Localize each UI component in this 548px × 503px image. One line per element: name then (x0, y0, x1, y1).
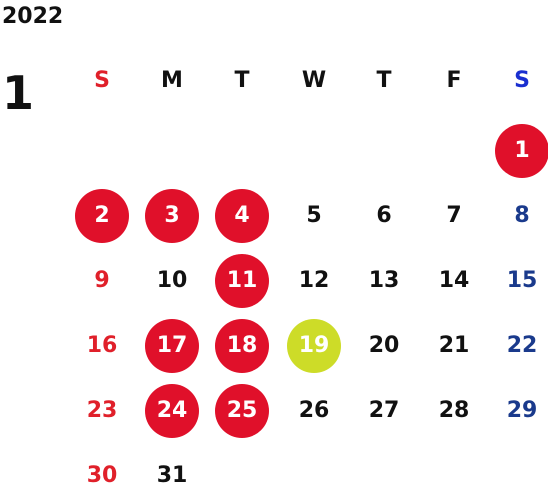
day-cell-9[interactable]: 9 (94, 268, 110, 293)
day-cell-12[interactable]: 12 (298, 268, 330, 293)
day-cell-14[interactable]: 14 (438, 268, 470, 293)
day-cell-7[interactable]: 7 (446, 203, 462, 228)
day-cell-16[interactable]: 16 (86, 333, 118, 358)
day-cell-28[interactable]: 28 (438, 398, 470, 423)
weekday-header-tuesday: T (234, 68, 250, 93)
day-cell-22[interactable]: 22 (506, 333, 538, 358)
day-cell-31[interactable]: 31 (156, 463, 188, 488)
day-cell-18[interactable]: 18 (215, 319, 269, 373)
weekday-header-sunday: S (94, 68, 110, 93)
year-label: 2022 (2, 4, 64, 29)
day-cell-26[interactable]: 26 (298, 398, 330, 423)
day-cell-17[interactable]: 17 (145, 319, 199, 373)
weekday-header-wednesday: W (301, 68, 327, 93)
month-number: 1 (2, 66, 35, 120)
day-cell-6[interactable]: 6 (376, 203, 392, 228)
day-cell-1[interactable]: 1 (495, 124, 548, 178)
day-cell-15[interactable]: 15 (506, 268, 538, 293)
day-cell-13[interactable]: 13 (368, 268, 400, 293)
weekday-header-friday: F (446, 68, 462, 93)
day-cell-20[interactable]: 20 (368, 333, 400, 358)
weekday-header-saturday: S (514, 68, 530, 93)
day-cell-10[interactable]: 10 (156, 268, 188, 293)
day-cell-5[interactable]: 5 (306, 203, 322, 228)
day-cell-21[interactable]: 21 (438, 333, 470, 358)
day-cell-23[interactable]: 23 (86, 398, 118, 423)
day-cell-29[interactable]: 29 (506, 398, 538, 423)
day-cell-24[interactable]: 24 (145, 384, 199, 438)
day-cell-2[interactable]: 2 (75, 189, 129, 243)
day-cell-8[interactable]: 8 (514, 203, 530, 228)
day-cell-11[interactable]: 11 (215, 254, 269, 308)
day-cell-30[interactable]: 30 (86, 463, 118, 488)
day-cell-25[interactable]: 25 (215, 384, 269, 438)
day-cell-27[interactable]: 27 (368, 398, 400, 423)
day-cell-19[interactable]: 19 (287, 319, 341, 373)
weekday-header-monday: M (161, 68, 183, 93)
weekday-header-thursday: T (376, 68, 392, 93)
day-cell-3[interactable]: 3 (145, 189, 199, 243)
day-cell-4[interactable]: 4 (215, 189, 269, 243)
